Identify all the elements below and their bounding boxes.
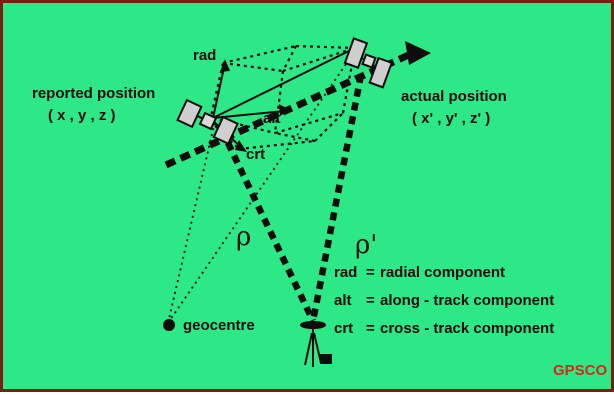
- reported-position-label: reported position: [32, 85, 155, 102]
- legend-text-alt: along - track component: [380, 292, 554, 309]
- reported-coords-label: ( x , y , z ): [48, 107, 116, 124]
- satellite-reported-icon: [176, 98, 239, 146]
- alt-label: alt: [263, 110, 281, 127]
- range-lines: [225, 74, 365, 323]
- brand-label: GPSCO: [553, 362, 608, 379]
- satellite-actual-icon: [343, 37, 394, 89]
- legend-eq-rad: =: [366, 264, 375, 281]
- legend-text-rad: radial component: [380, 264, 505, 281]
- component-vectors: [212, 47, 356, 150]
- legend-abbr-crt: crt: [334, 320, 353, 337]
- antenna-tripod-icon: [300, 321, 332, 367]
- actual-coords-label: ( x' , y' , z' ): [412, 110, 490, 127]
- rho-label: ρ: [236, 222, 251, 252]
- orbit-error-diagram: rad alt crt reported position ( x , y , …: [32, 37, 608, 379]
- rho-prime-label: ρ': [355, 230, 377, 260]
- actual-position-label: actual position: [401, 88, 507, 105]
- geocentre-dot-icon: [163, 319, 175, 331]
- legend-text-crt: cross - track component: [380, 320, 554, 337]
- geocentre-label: geocentre: [183, 317, 255, 334]
- rad-label: rad: [193, 47, 216, 64]
- legend: rad = radial component alt = along - tra…: [334, 264, 554, 337]
- arrow-heads: [220, 59, 290, 152]
- orbit-arrow-icon: [405, 41, 431, 65]
- legend-eq-alt: =: [366, 292, 375, 309]
- geocentre-lines: [167, 50, 356, 324]
- legend-eq-crt: =: [366, 320, 375, 337]
- error-box: [208, 44, 357, 151]
- crt-label: crt: [246, 146, 265, 163]
- legend-abbr-alt: alt: [334, 292, 352, 309]
- orbit-path: [164, 41, 431, 169]
- legend-abbr-rad: rad: [334, 264, 357, 281]
